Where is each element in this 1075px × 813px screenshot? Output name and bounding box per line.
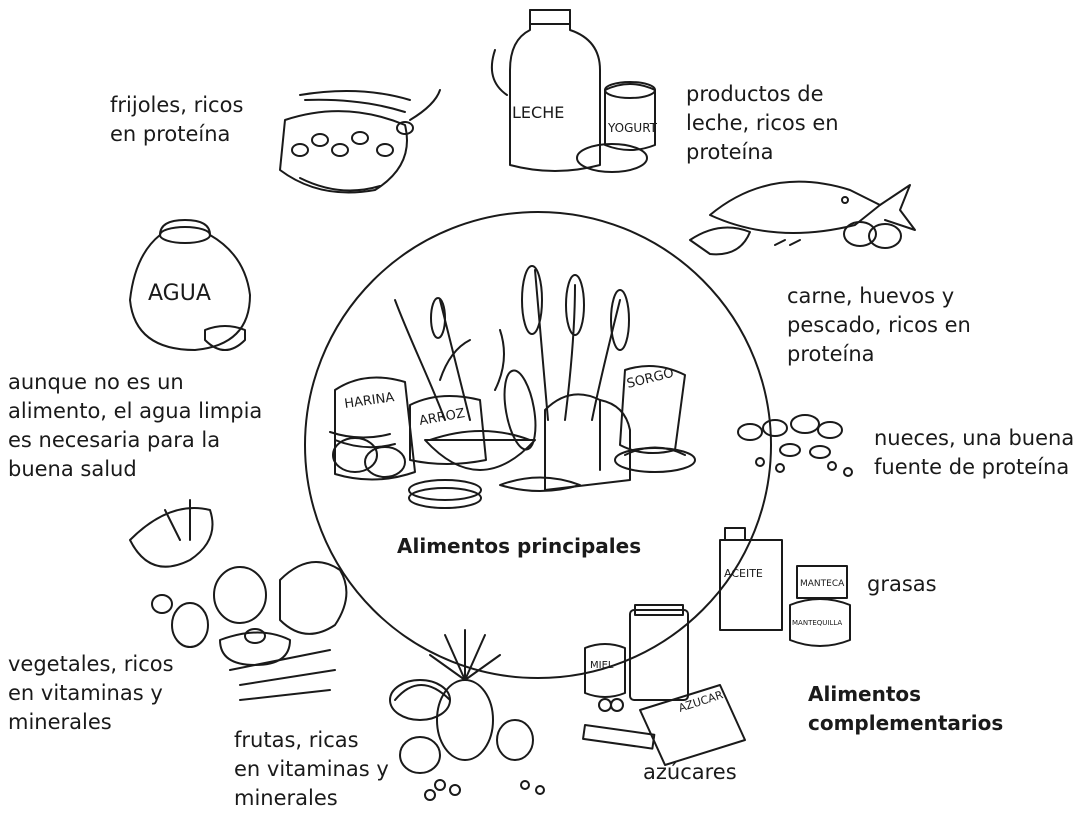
fruits-drawing: [390, 630, 544, 800]
milk-jug-label: LECHE: [512, 103, 564, 122]
main-foods-circle: [305, 212, 771, 678]
sugar-bag-label: AZUCAR: [677, 688, 725, 715]
nuts-drawing: [738, 415, 852, 476]
yogurt-label: YOGURT: [607, 121, 658, 135]
water-label: aunque no es un alimento, el agua limpia…: [8, 368, 262, 484]
meat-label: carne, huevos y pescado, ricos en proteí…: [787, 282, 971, 369]
staple-foods-drawing: HARINA ARROZ SORGO: [330, 266, 695, 508]
beans-label: frijoles, ricos en proteína: [110, 91, 243, 149]
vegetables-label: vegetales, ricos en vitaminas y minerale…: [8, 650, 174, 737]
fruits-label: frutas, ricas en vitaminas y minerales: [234, 726, 389, 813]
sack-label-harina: HARINA: [343, 390, 395, 412]
fats-label: grasas: [867, 570, 937, 599]
sack-label-sorgo: SORGO: [625, 366, 675, 392]
meat-eggs-fish-drawing: [690, 182, 915, 255]
complementary-foods-title: Alimentos complementarios: [808, 680, 1003, 738]
water-jar-drawing: AGUA: [130, 220, 250, 350]
water-jar-label: AGUA: [148, 281, 211, 306]
dairy-label: productos de leche, ricos en proteína: [686, 80, 839, 167]
dairy-drawing: LECHE YOGURT: [492, 10, 658, 172]
sugars-label: azúcares: [643, 758, 737, 787]
oil-can-label: ACEITE: [724, 567, 763, 580]
honey-label: MIEL: [590, 660, 614, 671]
fats-drawing: ACEITE MANTECA MANTEQUILLA: [720, 528, 850, 646]
main-foods-title: Alimentos principales: [397, 532, 641, 561]
nuts-label: nueces, una buena fuente de proteína: [874, 424, 1074, 482]
butter-label: MANTEQUILLA: [792, 619, 842, 627]
beans-drawing: [280, 90, 440, 193]
sack-label-arroz: ARROZ: [418, 406, 466, 429]
lard-label: MANTECA: [800, 579, 845, 589]
